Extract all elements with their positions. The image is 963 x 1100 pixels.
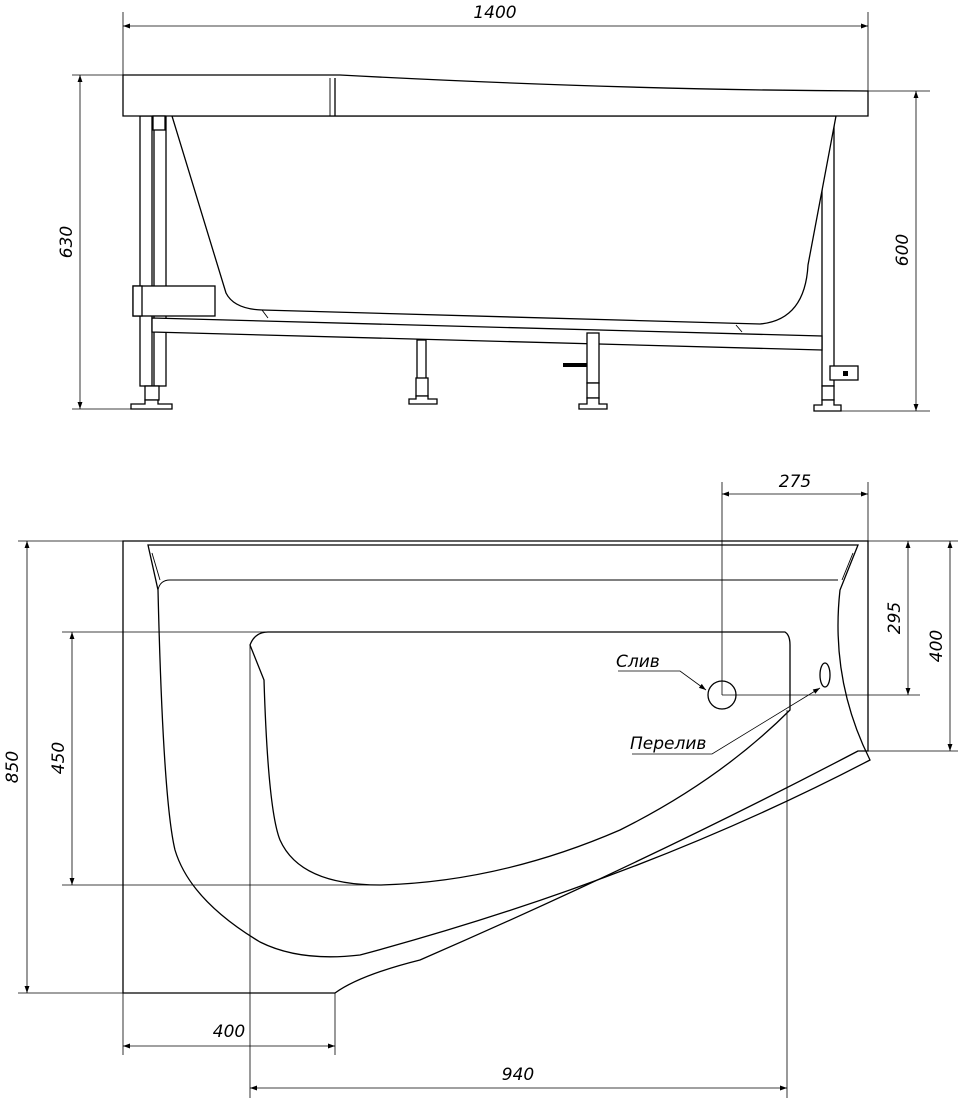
drain-leader xyxy=(618,670,707,691)
dim-width-label: 850 xyxy=(3,751,23,783)
dim-height-total-label: 630 xyxy=(57,226,77,258)
overflow-label: Перелив xyxy=(630,734,706,754)
dim-drain-offset-x-label: 275 xyxy=(779,472,811,492)
tub-foot-marks xyxy=(261,309,743,333)
top-rim-corners xyxy=(151,552,854,581)
dim-inner-width-label: 450 xyxy=(49,742,69,774)
top-view: 275 295 400 850 450 400 940 Слив Перелив xyxy=(3,472,958,1098)
drain-label: Слив xyxy=(616,652,660,672)
top-inner-rim xyxy=(147,544,871,958)
top-inner-basin xyxy=(249,631,791,886)
dim-drain-offset-y-label: 295 xyxy=(885,602,905,634)
dim-narrow-side-label: 400 xyxy=(927,630,947,662)
dim-inner-length-label: 940 xyxy=(502,1065,534,1085)
feet xyxy=(130,377,842,412)
top-outer-outline xyxy=(122,540,869,994)
dim-bottom-left-label: 400 xyxy=(213,1022,245,1042)
top-rim-secondary xyxy=(157,579,838,591)
side-view: 1400 630 600 xyxy=(57,3,930,412)
dim-length-label: 1400 xyxy=(473,3,516,23)
overflow-leader xyxy=(632,687,821,755)
frame-legs xyxy=(132,115,859,387)
dim-height-rim-label: 600 xyxy=(893,234,913,266)
tub-rim xyxy=(122,74,869,117)
tub-body xyxy=(171,115,837,325)
overflow-ellipse xyxy=(819,662,831,688)
